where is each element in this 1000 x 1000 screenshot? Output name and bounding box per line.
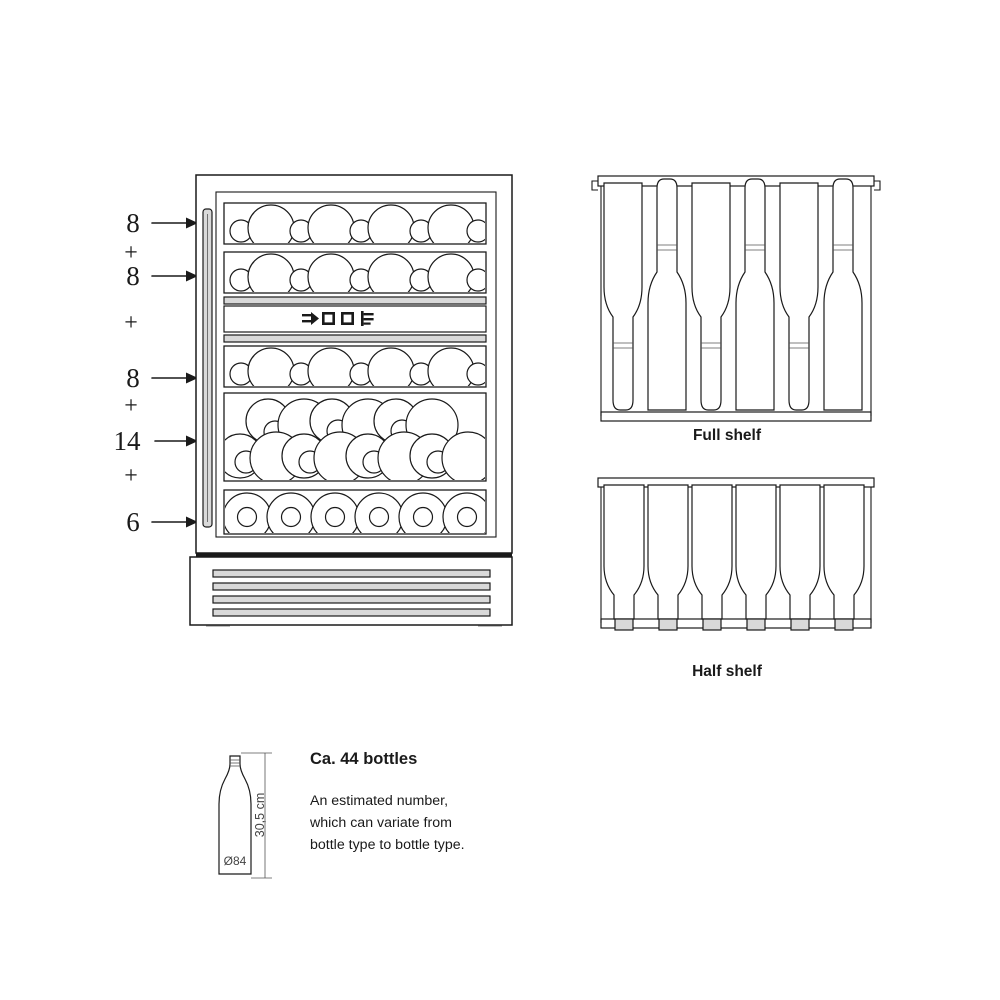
bottle-full-4: [735, 178, 775, 411]
capacity-arrow-5: [151, 516, 198, 528]
legend-block: Ø84 30,5 cm Ca. 44 bottles An estimated …: [218, 750, 465, 879]
capacity-count-4: 14: [114, 426, 142, 456]
full-shelf-caption: Full shelf: [693, 427, 762, 444]
full-shelf-bottom-rail: [600, 411, 872, 422]
capacity-operator-4: +: [124, 463, 138, 489]
shelf-stacked: [223, 392, 487, 482]
legend-bottle-drawing: Ø84 30,5 cm: [218, 752, 272, 879]
capacity-operator-1: +: [124, 240, 138, 266]
door-handle[interactable]: [202, 208, 213, 528]
vent-slot-2: [212, 582, 491, 591]
capacity-count-1: 8: [126, 208, 140, 238]
bottle-half-neck-1: [614, 618, 634, 631]
bottle-height-label: 30,5 cm: [253, 793, 267, 837]
bottle-half-2: [647, 484, 689, 620]
bottle-half-neck-5: [790, 618, 810, 631]
capacity-arrow-2: [151, 270, 198, 282]
vent-slot-3: [212, 595, 491, 604]
control-panel-shelf: [223, 296, 487, 343]
legend-body-line-3: bottle type to bottle type.: [310, 837, 465, 853]
capacity-operator-2: +: [124, 310, 138, 336]
bottle-half-4: [735, 484, 777, 620]
full-shelf-clip-right: [874, 180, 881, 191]
control-panel-icons[interactable]: [302, 311, 374, 326]
half-shelf-caption: Half shelf: [692, 663, 763, 680]
vent-slot-4: [212, 608, 491, 617]
capacity-count-2: 8: [126, 261, 140, 291]
base-grille: [189, 553, 513, 627]
capacity-operator-3: +: [124, 393, 138, 419]
bottle-full-2: [647, 178, 687, 411]
bottle-half-neck-6: [834, 618, 854, 631]
bottle-half-neck-2: [658, 618, 678, 631]
legend-body-line-2: which can variate from: [309, 815, 452, 831]
bottle-half-neck-3: [702, 618, 722, 631]
bottle-half-neck-4: [746, 618, 766, 631]
control-panel[interactable]: [223, 305, 487, 333]
shelf-second: [223, 251, 487, 294]
half-shelf-view: Half shelf: [597, 477, 875, 680]
wine-cabinet: [189, 174, 513, 627]
half-shelf-bottom-rail: [600, 618, 872, 629]
bottle-full-6: [823, 178, 863, 411]
shelf-rail-upper: [223, 296, 487, 305]
vent-slot-1: [212, 569, 491, 578]
shelf-rail-lower: [223, 334, 487, 343]
bottle-half-1: [603, 484, 645, 620]
shelf-third: [223, 345, 487, 388]
bottle-full-3: [691, 182, 731, 411]
temperature-icon[interactable]: [361, 311, 374, 326]
bottle-half-5: [779, 484, 821, 620]
capacity-count-5: 6: [126, 507, 140, 537]
full-shelf-view: Full shelf: [591, 175, 881, 444]
bottle-diameter-label: Ø84: [224, 854, 247, 868]
capacity-count-3: 8: [126, 363, 140, 393]
display-right-inner: [343, 314, 352, 323]
capacity-arrow-4: [154, 435, 198, 447]
capacity-column: 8 + 8 + 8 + 14: [114, 208, 198, 537]
light-icon[interactable]: [302, 312, 319, 325]
capacity-arrow-3: [151, 372, 198, 384]
shelf-top: [223, 202, 487, 245]
cabinet-door-frame: [215, 191, 497, 538]
full-shelf-bottles: [603, 178, 863, 411]
bottle-full-5: [779, 182, 819, 411]
shelf-bottom: [223, 489, 487, 535]
legend-title: Ca. 44 bottles: [310, 750, 417, 768]
display-left-inner: [324, 314, 333, 323]
bottle-half-6: [823, 484, 865, 620]
bottle-half-3: [691, 484, 733, 620]
bottle-full-1: [603, 182, 643, 411]
full-shelf-clip-left: [591, 180, 598, 191]
legend-bottle-outline: [218, 755, 252, 875]
legend-body-line-1: An estimated number,: [310, 793, 448, 809]
capacity-arrow-1: [151, 217, 198, 229]
half-shelf-bottles: [603, 484, 865, 631]
